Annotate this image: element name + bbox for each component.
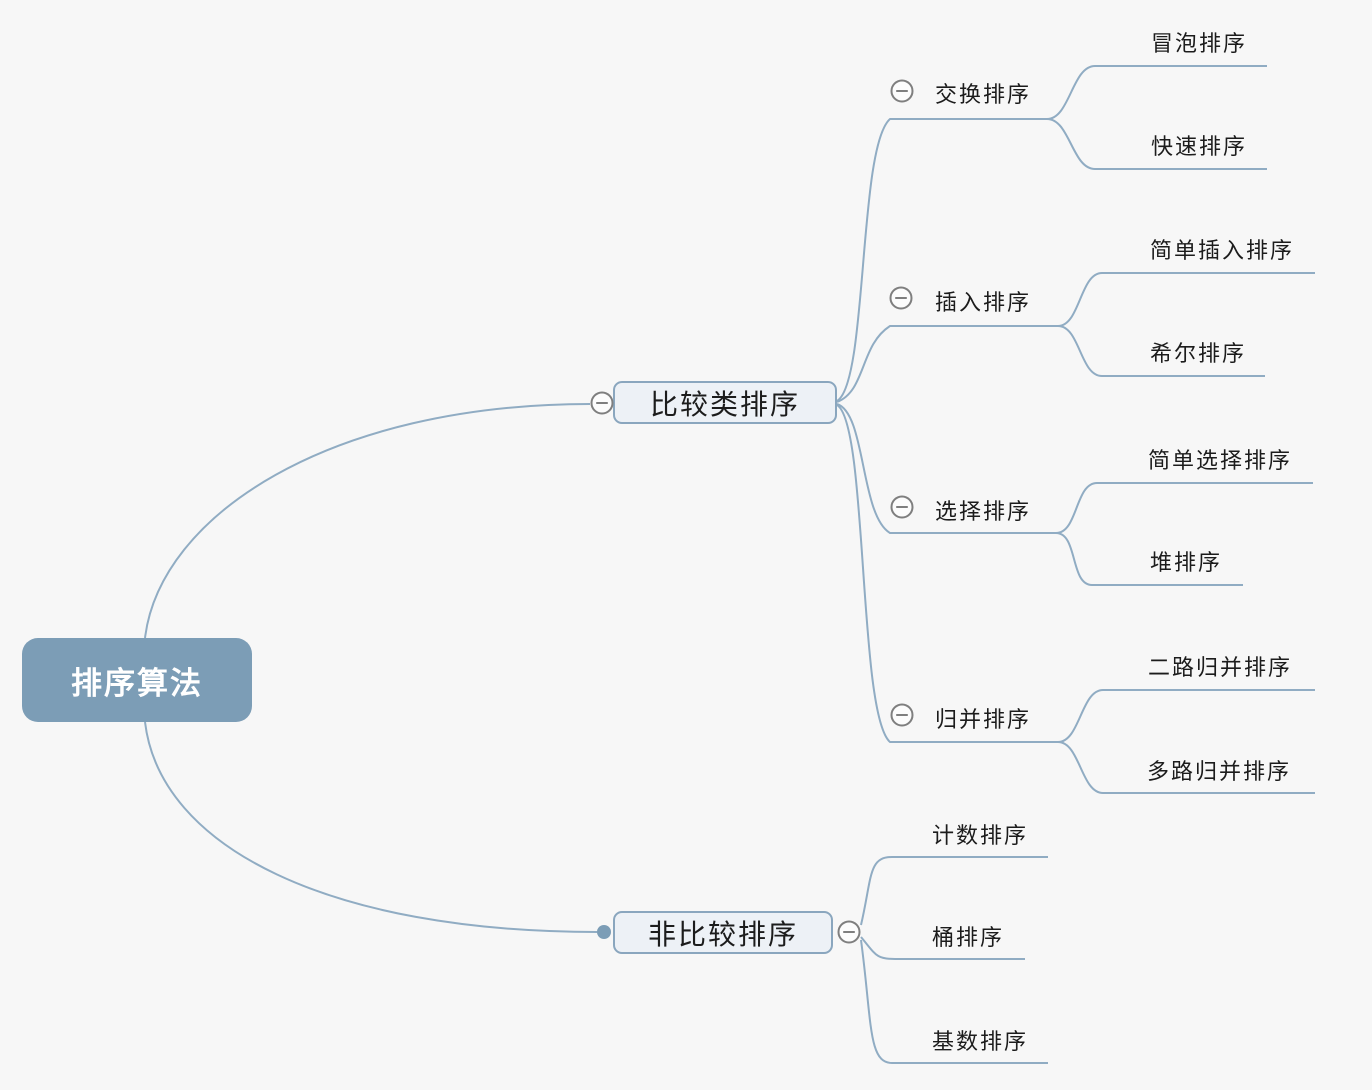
collapse-minus-icon-merge[interactable] <box>890 703 914 727</box>
branch-line-simple-insertion-sort <box>1057 272 1315 327</box>
collapse-minus-icon-noncomparison[interactable] <box>837 920 861 944</box>
leaf-topic-simple-selection-sort[interactable]: 简单选择排序 <box>1148 449 1293 474</box>
branch-line-two-way-merge-sort <box>1057 689 1315 743</box>
leaf-topic-simple-insertion-sort[interactable]: 简单插入排序 <box>1150 239 1295 264</box>
branch-line-selection-sort <box>836 403 1056 534</box>
branch-line-bubble-sort <box>1046 65 1267 120</box>
branch-line-merge-sort <box>836 404 1058 743</box>
leaf-topic-radix-sort[interactable]: 基数排序 <box>932 1030 1029 1055</box>
branch-line-root-to-noncomparison <box>144 721 598 933</box>
branch-line-simple-selection-sort <box>1055 482 1313 534</box>
branch-endpoint-dot <box>597 925 611 939</box>
leaf-topic-shell-sort[interactable]: 希尔排序 <box>1150 342 1247 367</box>
branch-line-root-to-comparison <box>144 403 591 639</box>
collapse-minus-icon-comparison[interactable] <box>590 391 614 415</box>
branch-line-insertion-sort <box>836 325 1058 403</box>
subtopic-insertion-sort[interactable]: 插入排序 <box>935 291 1032 316</box>
collapse-minus-icon-exchange[interactable] <box>890 79 914 103</box>
root-topic[interactable]: 排序算法 <box>22 638 252 722</box>
branch-line-shell-sort <box>1057 325 1265 377</box>
branch-line-counting-sort <box>860 856 1048 926</box>
leaf-topic-quick-sort[interactable]: 快速排序 <box>1151 135 1248 160</box>
leaf-topic-bubble-sort[interactable]: 冒泡排序 <box>1151 32 1248 57</box>
leaf-topic-heap-sort[interactable]: 堆排序 <box>1150 551 1223 576</box>
leaf-topic-counting-sort[interactable]: 计数排序 <box>932 824 1029 849</box>
leaf-topic-two-way-merge-sort[interactable]: 二路归并排序 <box>1148 656 1293 681</box>
branch-line-heap-sort <box>1055 532 1243 586</box>
branch-line-exchange-sort <box>836 118 1047 402</box>
subtopic-selection-sort[interactable]: 选择排序 <box>935 500 1032 525</box>
branch-topic-noncomparison-sort[interactable]: 非比较排序 <box>613 911 833 954</box>
leaf-topic-bucket-sort[interactable]: 桶排序 <box>932 926 1005 951</box>
branch-line-quick-sort <box>1046 118 1267 170</box>
subtopic-merge-sort[interactable]: 归并排序 <box>935 708 1032 733</box>
branch-line-radix-sort <box>860 939 1048 1064</box>
branch-line-multi-way-merge-sort <box>1057 741 1315 794</box>
branch-line-bucket-sort <box>860 936 1025 960</box>
collapse-minus-icon-insertion[interactable] <box>889 286 913 310</box>
leaf-topic-multi-way-merge-sort[interactable]: 多路归并排序 <box>1147 760 1292 785</box>
collapse-minus-icon-selection[interactable] <box>890 495 914 519</box>
subtopic-exchange-sort[interactable]: 交换排序 <box>935 83 1032 108</box>
branch-topic-comparison-sort[interactable]: 比较类排序 <box>613 381 837 424</box>
